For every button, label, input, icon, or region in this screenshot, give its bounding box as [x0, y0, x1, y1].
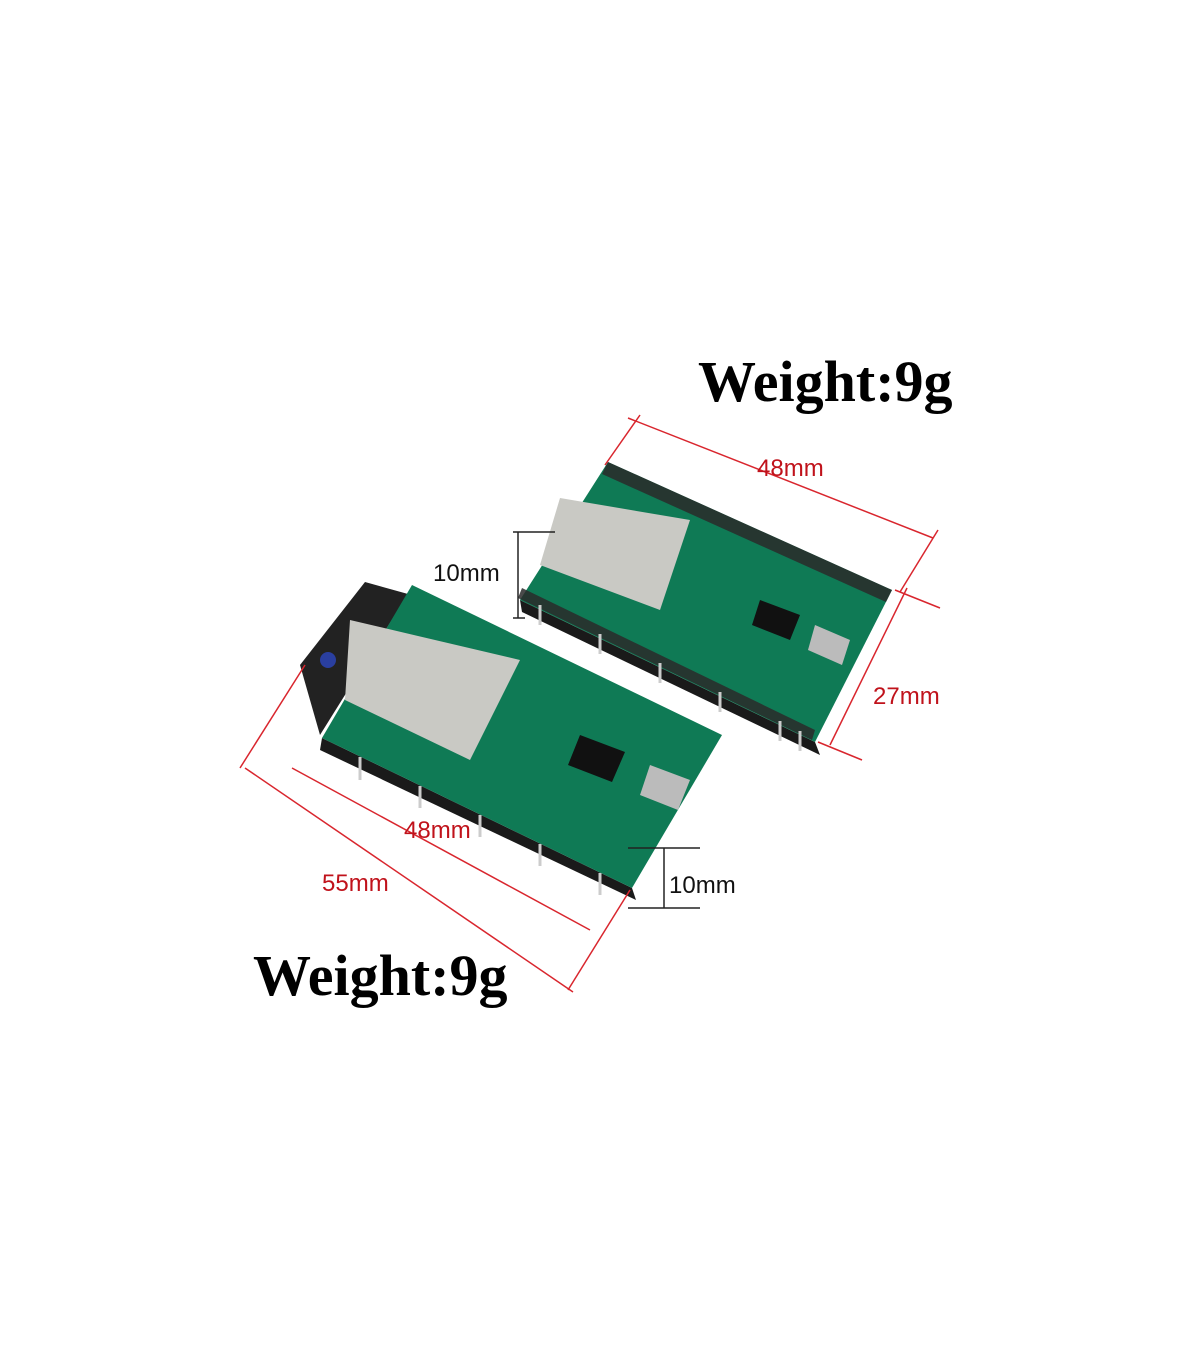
- weight-label-bottom: Weight:9g: [253, 943, 508, 1008]
- total-length-label-bottom: 55mm: [322, 870, 389, 897]
- dimension-lines: [239, 414, 941, 993]
- wifi-module-top: [540, 498, 690, 610]
- height-label-bottom: 10mm: [669, 872, 736, 899]
- esp32-board-bottom: [300, 582, 722, 900]
- chip-icon: [752, 600, 800, 640]
- chip-icon: [568, 735, 625, 782]
- weight-label-top: Weight:9g: [698, 349, 953, 414]
- width-label-top: 27mm: [873, 683, 940, 710]
- height-brackets: [513, 531, 700, 909]
- wifi-module-bottom: [345, 620, 520, 760]
- length-label-top: 48mm: [757, 455, 824, 482]
- usb-port-icon: [808, 625, 850, 665]
- esp32-board-top: [518, 462, 892, 755]
- length-label-bottom: 48mm: [404, 817, 471, 844]
- usb-port-icon: [640, 765, 690, 810]
- height-label-top: 10mm: [433, 560, 500, 587]
